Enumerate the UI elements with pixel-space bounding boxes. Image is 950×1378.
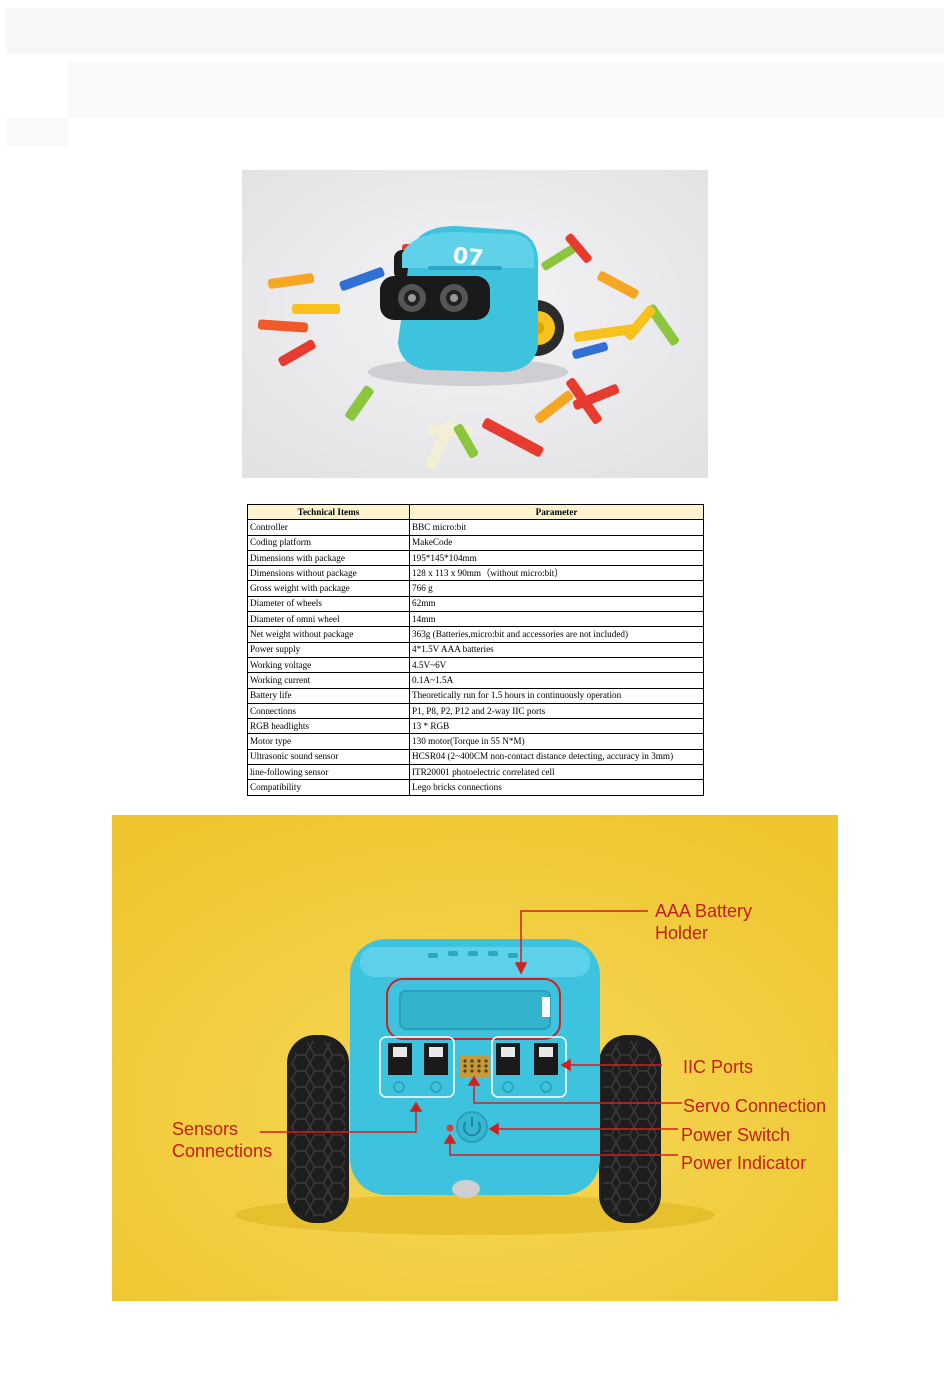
callout-power-switch: Power Switch [681,1125,791,1145]
callout-sensors-line1: Sensors [172,1119,239,1139]
callout-power-indicator: Power Indicator [681,1153,807,1173]
spec-item-cell: Diameter of wheels [247,595,410,613]
spec-table-header: Technical Items Parameter [247,503,704,521]
spec-value-cell: 130 motor(Torque in 55 N*M) [409,733,704,750]
spec-item-cell: Diameter of omni wheel [247,611,410,628]
spec-item-cell: Coding platform [247,534,410,551]
header-band-secondary [68,62,944,118]
spec-value-cell: BBC micro:bit [409,519,704,536]
spec-item-cell: Ultrasonic sound sensor [247,748,410,766]
spec-item-cell: Power supply [247,641,410,658]
spec-row: Compatibility Lego bricks connections [247,779,704,796]
callout-iic-ports: IIC Ports [683,1057,754,1077]
spec-item-cell: line-following sensor [247,764,410,781]
spec-item-cell: Working voltage [247,656,410,674]
robot-display-text: 07 [452,243,485,271]
spec-value-cell: 14mm [409,611,704,628]
spec-item-cell: Connections [247,702,410,720]
spec-item-cell: Controller [247,519,410,536]
spec-value-cell: 62mm [409,595,704,613]
spec-row: Ultrasonic sound sensor HCSR04 (2~400CM … [247,748,704,766]
header-band [6,8,944,54]
callout-battery-line1: AAA Battery [655,901,753,921]
battery-holder [399,990,551,1030]
spec-value-cell: 4.5V~6V [409,656,704,674]
spec-value-cell: 0.1A~1.5A [409,672,704,689]
spec-value-cell: MakeCode [409,534,704,551]
spec-item-cell: Gross weight with package [247,580,410,597]
spec-value-cell: 363g (Batteries,micro:bit and accessorie… [409,626,704,643]
spec-value-cell: 13 * RGB [409,718,704,735]
spec-value-cell: Lego bricks connections [409,779,704,796]
header-band-tab [6,118,68,146]
robot: 07 [368,226,568,386]
iic-ports [496,1043,558,1075]
lego-bricks [257,233,680,471]
power-indicator [446,1124,454,1132]
spec-item-cell: Compatibility [247,779,410,796]
callout-servo-connection: Servo Connection [683,1096,827,1116]
header-cell: Technical Items [247,503,410,521]
spec-value-cell: P1, P8, P2, P12 and 2-way IIC ports [409,702,704,720]
robot-annotated-back-view: AAA Battery Holder IIC Ports Servo Conne… [112,815,838,1301]
spec-value-cell: ITR20001 photoelectric correlated cell [409,764,704,781]
header-cell: Parameter [409,503,704,521]
spec-value-cell: 195*145*104mm [409,549,704,567]
spec-item-cell: Net weight without package [247,626,410,643]
spec-value-cell: Theoretically run for 1.5 hours in conti… [409,687,704,704]
callout-battery-line2: Holder [655,923,709,943]
spec-value-cell: 128 x 113 x 90mm（without micro:bit） [409,565,704,582]
spec-value-cell: 4*1.5V AAA batteries [409,641,704,658]
spec-item-cell: Battery life [247,687,410,704]
left-wheel [287,1035,349,1223]
spec-item-cell: Working current [247,672,410,689]
spec-item-cell: Dimensions without package [247,565,410,582]
spec-value-cell: 766 g [409,580,704,597]
robot-product-photo: 07 [242,170,708,478]
callout-sensors-line2: Connections [172,1141,273,1161]
spec-item-cell: Dimensions with package [247,549,410,567]
spec-item-cell: Motor type [247,733,410,750]
spec-value-cell: HCSR04 (2~400CM non-contact distance det… [409,748,704,766]
spec-item-cell: RGB headlights [247,718,410,735]
sensor-ports [388,1043,448,1075]
